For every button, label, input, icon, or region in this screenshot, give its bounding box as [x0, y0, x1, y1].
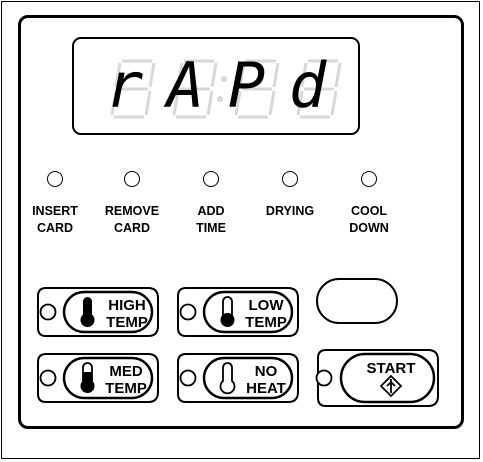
thermometer-full-icon — [80, 297, 95, 327]
display-char-3: P — [227, 49, 266, 122]
ghost-segments — [110, 59, 342, 119]
blank-button[interactable] — [316, 278, 398, 324]
led-add-time — [203, 171, 219, 187]
display-char-4: d — [288, 49, 327, 122]
display-char-2: A — [166, 49, 205, 122]
led-drying — [282, 171, 298, 187]
high-temp-led — [39, 303, 57, 321]
lcd-display: r A P d — [72, 37, 360, 135]
thermometer-low-icon — [220, 296, 235, 327]
thermometer-medium-icon — [80, 362, 95, 393]
start-led — [315, 369, 333, 387]
indicator-label-drying: DRYING — [265, 204, 315, 218]
thermometer-empty-icon — [219, 362, 236, 395]
display-text: r A P d — [94, 51, 338, 121]
led-insert-card — [47, 171, 63, 187]
med-temp-led — [39, 369, 57, 387]
led-remove-card — [124, 171, 140, 187]
start-label: START — [366, 360, 416, 377]
start-arrow-icon — [379, 374, 403, 398]
low-temp-led — [179, 303, 197, 321]
display-char-1: r — [105, 49, 144, 122]
no-heat-led — [179, 369, 197, 387]
start-button[interactable]: START — [306, 348, 440, 408]
led-cool-down — [361, 171, 377, 187]
